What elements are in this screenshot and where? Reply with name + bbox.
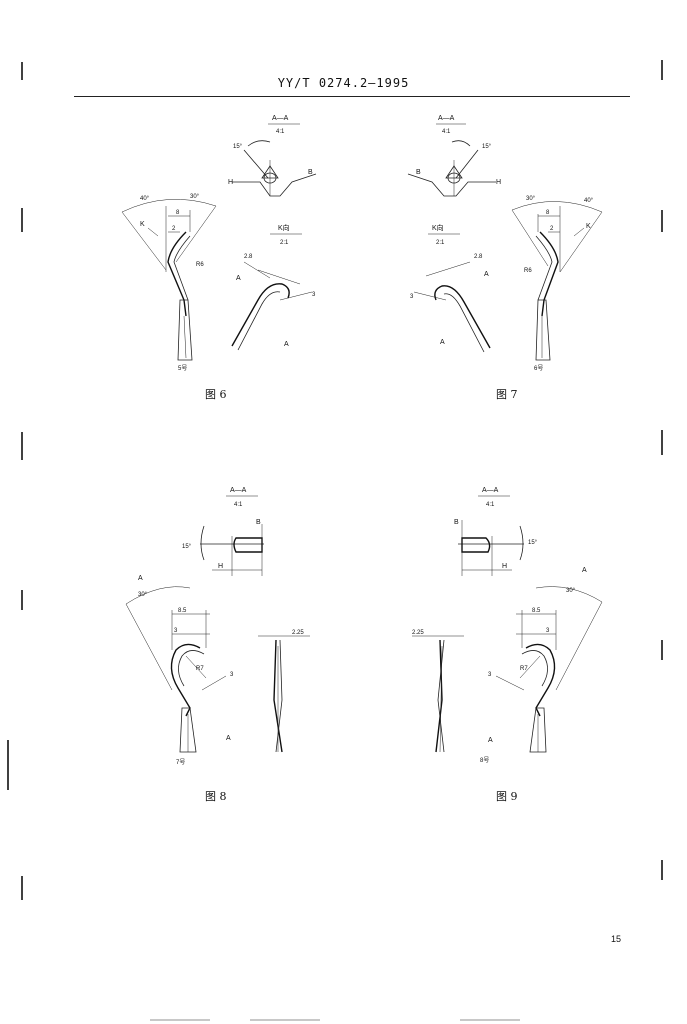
- fig6-k-a1: A: [236, 275, 241, 282]
- fig9-dim-3: 3: [546, 628, 550, 634]
- fig8-section-scale: 4:1: [234, 502, 243, 508]
- figure-8-caption: 图 8: [205, 790, 227, 803]
- fig8-main-view: A 30° 8.5 3 R7 3 A 7号: [125, 575, 234, 766]
- fig8-dim-3b: 3: [230, 672, 234, 678]
- figure-6: A—A 4:1 15° H B K向 2:1 2.8 3 A A: [121, 115, 317, 372]
- fig6-k-dim1: 2.8: [244, 254, 253, 260]
- fig9-h-label: H: [502, 563, 507, 570]
- fig6-section-view: A—A 4:1 15° H B: [228, 115, 317, 197]
- fig7-section-view: A—A 4:1 15° B H: [407, 115, 501, 197]
- fig6-radius: R6: [196, 262, 204, 268]
- fig7-k-label: K: [586, 223, 591, 230]
- fig6-k-a2: A: [284, 341, 289, 348]
- fig6-h-label: H: [228, 179, 233, 186]
- fig8-section-title: A—A: [230, 487, 247, 494]
- figure-7: A—A 4:1 15° B H K向 2:1 2.8 3 A A: [407, 115, 603, 372]
- fig8-section-angle: 15°: [182, 544, 192, 550]
- fig8-h-label: H: [218, 563, 223, 570]
- header-rule: [74, 96, 630, 97]
- fig6-section-angle: 15°: [233, 144, 243, 150]
- fig9-section-view: A—A 4:1 15° H B: [454, 487, 538, 576]
- fig8-a1: A: [138, 575, 143, 582]
- fig7-number-label: 6号: [534, 365, 543, 372]
- fig6-k-title: K向: [278, 223, 290, 232]
- fig9-main-view: A 30° 8.5 3 R7 3 A 8号: [480, 567, 603, 764]
- fig9-section-angle: 15°: [528, 540, 538, 546]
- margin-marks: [7, 60, 663, 1021]
- fig6-dim-8: 8: [176, 210, 180, 216]
- fig7-section-scale: 4:1: [442, 129, 451, 135]
- figure-9-caption: 图 9: [496, 790, 518, 803]
- fig8-a2: A: [226, 735, 231, 742]
- fig7-b-label: B: [416, 169, 421, 176]
- fig8-number-label: 7号: [176, 759, 185, 766]
- fig7-dim-8: 8: [546, 210, 550, 216]
- fig6-b-label: B: [308, 169, 313, 176]
- fig7-k-a2: A: [440, 339, 445, 346]
- fig6-k-view: K向 2:1 2.8 3 A A: [231, 223, 316, 351]
- fig8-b-label: B: [256, 519, 261, 526]
- fig9-number-label: 8号: [480, 757, 489, 764]
- fig6-k-dim2: 3: [312, 292, 316, 298]
- fig9-section-scale: 4:1: [486, 502, 495, 508]
- fig7-h-label: H: [496, 179, 501, 186]
- fig8-side-view: 2.25: [258, 630, 310, 753]
- fig7-angle-2: 40°: [584, 198, 594, 204]
- fig7-k-dim2: 3: [410, 294, 414, 300]
- figure-6-caption: 图 6: [205, 388, 227, 401]
- fig6-dim-2: 2: [172, 226, 176, 232]
- fig8-dim-3: 3: [174, 628, 178, 634]
- fig9-section-title: A—A: [482, 487, 499, 494]
- fig7-main-view: 30° 40° 8 2 K R6 6号: [511, 196, 603, 372]
- fig9-a2: A: [488, 737, 493, 744]
- fig6-angle-1: 40°: [140, 196, 150, 202]
- fig7-section-title: A—A: [438, 115, 455, 122]
- fig7-k-view: K向 2:1 2.8 3 A A: [410, 223, 491, 353]
- fig8-side-dim: 2.25: [292, 630, 304, 636]
- fig6-main-view: 40° 30° 8 2 K R6 5号: [121, 194, 217, 372]
- fig7-k-a1: A: [484, 271, 489, 278]
- fig9-a1: A: [582, 567, 587, 574]
- fig8-section-view: A—A 4:1 15° H B: [182, 487, 264, 576]
- fig9-radius: R7: [520, 666, 528, 672]
- fig6-angle-2: 30°: [190, 194, 200, 200]
- fig7-section-angle: 15°: [482, 144, 492, 150]
- fig6-k-label: K: [140, 221, 145, 228]
- fig6-k-scale: 2:1: [280, 240, 289, 246]
- page-number: 15: [610, 934, 621, 944]
- fig8-radius: R7: [196, 666, 204, 672]
- figure-7-caption: 图 7: [496, 388, 518, 401]
- fig9-side-view: 2.25: [412, 630, 464, 753]
- figure-8: A—A 4:1 15° H B A 30° 8.5 3: [125, 487, 310, 766]
- fig9-dim-85: 8.5: [532, 608, 541, 614]
- fig7-radius: R6: [524, 268, 532, 274]
- fig7-dim-2: 2: [550, 226, 554, 232]
- fig7-k-dim1: 2.8: [474, 254, 483, 260]
- fig9-b-label: B: [454, 519, 459, 526]
- fig6-section-title: A—A: [272, 115, 289, 122]
- standard-header: YY/T 0274.2—1995: [277, 76, 410, 90]
- fig9-dim-3b: 3: [488, 672, 492, 678]
- fig6-section-scale: 4:1: [276, 129, 285, 135]
- fig8-angle: 30°: [138, 592, 148, 598]
- fig9-side-dim: 2.25: [412, 630, 424, 636]
- fig8-dim-85: 8.5: [178, 608, 187, 614]
- figure-9: A—A 4:1 15° H B A 30° 8.5 3: [412, 487, 603, 764]
- fig9-angle: 30°: [566, 588, 576, 594]
- fig6-number-label: 5号: [178, 365, 187, 372]
- fig7-angle-1: 30°: [526, 196, 536, 202]
- fig7-k-scale: 2:1: [436, 240, 445, 246]
- fig7-k-title: K向: [432, 223, 444, 232]
